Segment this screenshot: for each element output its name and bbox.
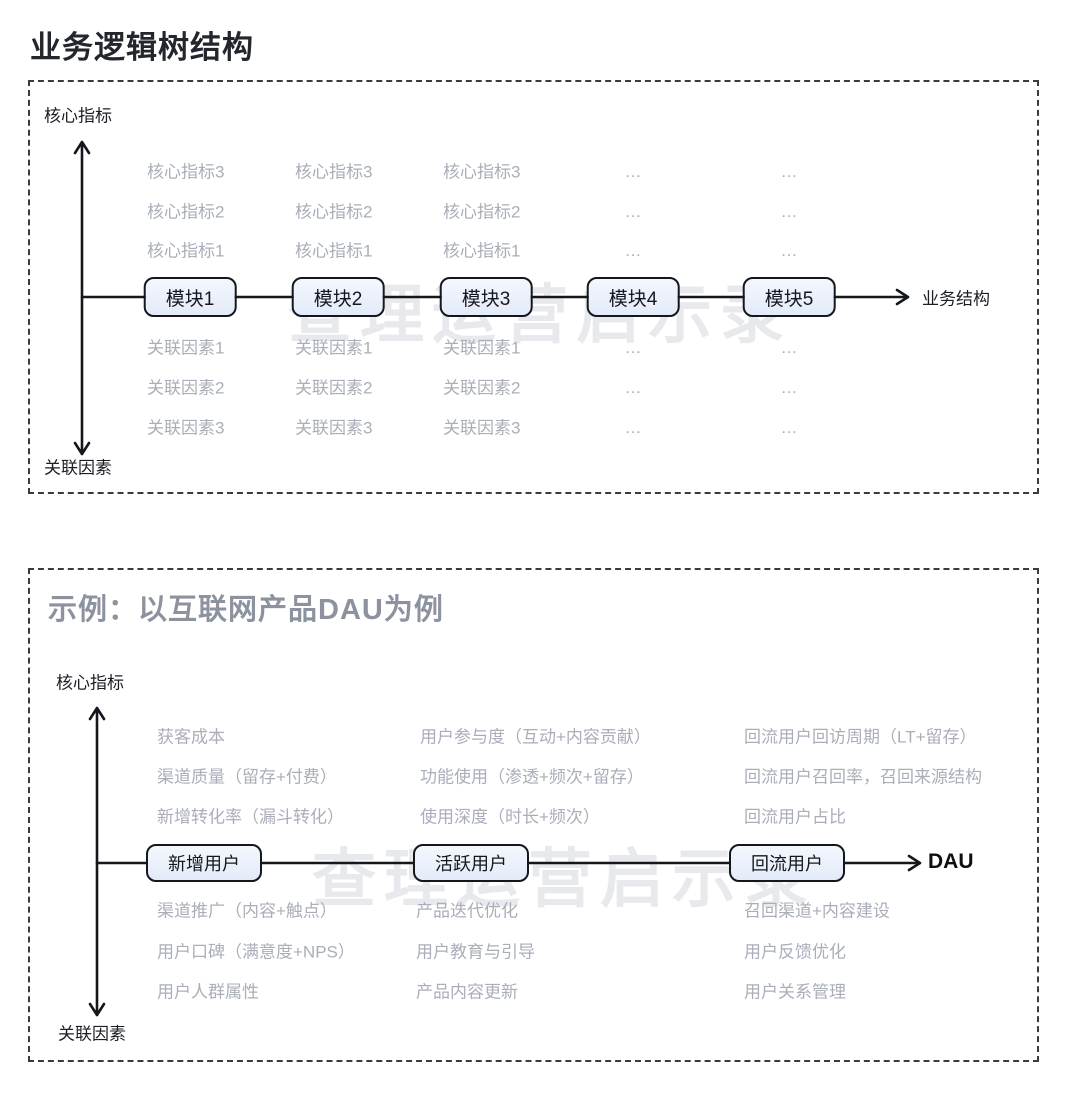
ellipsis-item: … <box>780 378 798 397</box>
axis-bottom-label: 关联因素 <box>58 1024 126 1044</box>
metric-item: 核心指标1 <box>147 241 225 261</box>
metric-item: 新增转化率（漏斗转化） <box>157 807 344 827</box>
axis-bottom-label: 关联因素 <box>44 458 112 478</box>
ellipsis-item: … <box>624 338 642 357</box>
factor-item: 用户关系管理 <box>744 982 846 1002</box>
module-node-5[interactable]: 模块5 <box>742 277 836 317</box>
node-active-users[interactable]: 活跃用户 <box>413 844 529 882</box>
ellipsis-item: … <box>624 378 642 397</box>
axis-right-label: DAU <box>928 850 974 873</box>
factor-item: 关联因素1 <box>443 338 521 358</box>
vertical-axis-arrow <box>73 140 91 456</box>
ellipsis-item: … <box>780 418 798 437</box>
factor-item: 用户口碑（满意度+NPS） <box>157 942 355 962</box>
factor-item: 产品迭代优化 <box>416 901 518 921</box>
ellipsis-item: … <box>780 162 798 181</box>
module-node-3[interactable]: 模块3 <box>439 277 533 317</box>
metric-item: 使用深度（时长+频次） <box>420 807 600 827</box>
node-new-users[interactable]: 新增用户 <box>146 844 262 882</box>
vertical-axis-arrow <box>88 706 106 1017</box>
factor-item: 关联因素1 <box>295 338 373 358</box>
ellipsis-item: … <box>624 241 642 260</box>
example-panel: 查理运营启示录 示例：以互联网产品DAU为例 核心指标 关联因素 DAU 新增用… <box>28 568 1039 1062</box>
ellipsis-item: … <box>780 202 798 221</box>
page-title: 业务逻辑树结构 <box>30 30 254 65</box>
metric-item: 渠道质量（留存+付费） <box>157 767 337 787</box>
metric-item: 功能使用（渗透+频次+留存） <box>420 767 644 787</box>
ellipsis-item: … <box>780 338 798 357</box>
metric-item: 核心指标2 <box>147 202 225 222</box>
factor-item: 召回渠道+内容建设 <box>744 901 890 921</box>
axis-top-label: 核心指标 <box>56 673 124 693</box>
factor-item: 关联因素1 <box>147 338 225 358</box>
factor-item: 关联因素3 <box>295 418 373 438</box>
metric-item: 回流用户回访周期（LT+留存） <box>744 727 977 747</box>
factor-item: 关联因素2 <box>295 378 373 398</box>
factor-item: 产品内容更新 <box>416 982 518 1002</box>
metric-item: 回流用户占比 <box>744 807 846 827</box>
ellipsis-item: … <box>624 202 642 221</box>
factor-item: 用户教育与引导 <box>416 942 535 962</box>
metric-item: 核心指标1 <box>295 241 373 261</box>
axis-right-label: 业务结构 <box>922 289 990 309</box>
factor-item: 渠道推广（内容+触点） <box>157 901 337 921</box>
axis-top-label: 核心指标 <box>44 106 112 126</box>
metric-item: 核心指标2 <box>443 202 521 222</box>
factor-item: 关联因素3 <box>443 418 521 438</box>
metric-item: 核心指标3 <box>147 162 225 182</box>
module-node-1[interactable]: 模块1 <box>143 277 237 317</box>
factor-item: 关联因素2 <box>147 378 225 398</box>
factor-item: 关联因素3 <box>147 418 225 438</box>
metric-item: 回流用户召回率，召回来源结构 <box>744 767 982 787</box>
module-node-2[interactable]: 模块2 <box>291 277 385 317</box>
metric-item: 核心指标1 <box>443 241 521 261</box>
module-node-4[interactable]: 模块4 <box>586 277 680 317</box>
metric-item: 核心指标2 <box>295 202 373 222</box>
metric-item: 用户参与度（互动+内容贡献） <box>420 727 651 747</box>
ellipsis-item: … <box>780 241 798 260</box>
metric-item: 核心指标3 <box>443 162 521 182</box>
template-panel: 查理运营启示录 核心指标 关联因素 业务结构 模块1 模块2 模块3 模块4 模… <box>28 80 1039 494</box>
node-returning-users[interactable]: 回流用户 <box>729 844 845 882</box>
ellipsis-item: … <box>624 418 642 437</box>
factor-item: 用户反馈优化 <box>744 942 846 962</box>
ellipsis-item: … <box>624 162 642 181</box>
factor-item: 关联因素2 <box>443 378 521 398</box>
factor-item: 用户人群属性 <box>157 982 259 1002</box>
example-title: 示例：以互联网产品DAU为例 <box>48 594 444 626</box>
metric-item: 获客成本 <box>157 727 225 747</box>
metric-item: 核心指标3 <box>295 162 373 182</box>
